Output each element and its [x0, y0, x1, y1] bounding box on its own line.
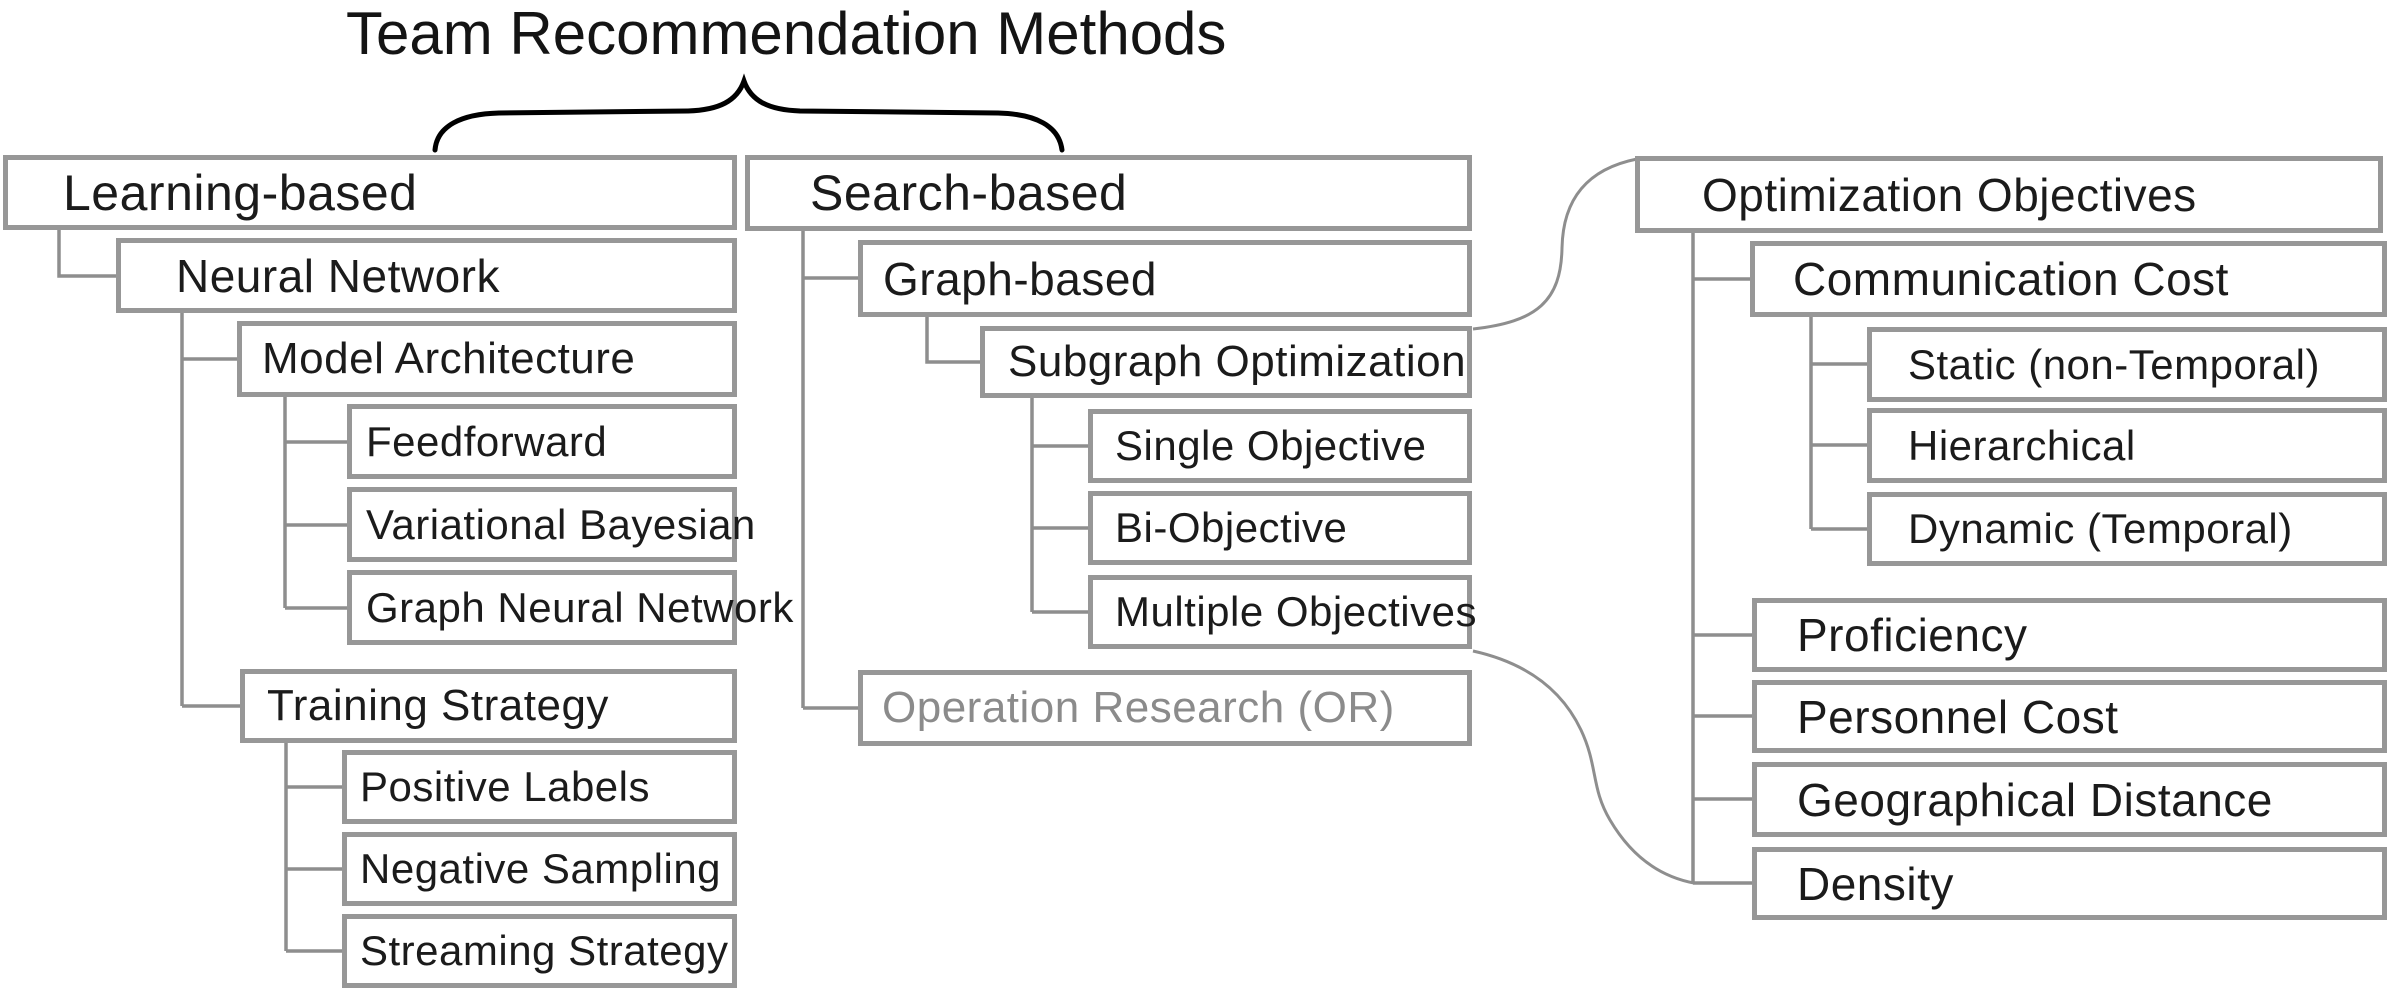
node-search-based: Search-based: [745, 155, 1472, 231]
node-subgraph-optimization: Subgraph Optimization: [980, 326, 1472, 398]
node-bi-objective: Bi-Objective: [1088, 491, 1472, 565]
node-neural-network: Neural Network: [116, 238, 737, 313]
node-multiple-objectives: Multiple Objectives: [1088, 575, 1476, 649]
brace-icon: [432, 73, 1065, 153]
node-feedforward: Feedforward: [347, 404, 737, 479]
node-personnel-cost: Personnel Cost: [1752, 680, 2387, 753]
node-streaming-strategy: Streaming Strategy: [342, 914, 737, 988]
tree-connector-lines: [57, 230, 1867, 953]
node-negative-sampling: Negative Sampling: [342, 832, 737, 906]
node-single-objective: Single Objective: [1088, 409, 1472, 483]
node-dynamic-temporal: Dynamic (Temporal): [1867, 492, 2387, 566]
curve-subgraph-to-objectives: [1472, 157, 1638, 331]
node-operation-research: Operation Research (OR): [858, 670, 1472, 746]
node-model-architecture: Model Architecture: [237, 321, 737, 397]
node-learning-based: Learning-based: [3, 155, 737, 230]
node-graph-based: Graph-based: [858, 240, 1472, 317]
curve-multiobjectives-to-density: [1472, 649, 1695, 885]
node-variational-bayesian: Variational Bayesian: [347, 487, 755, 562]
node-density: Density: [1752, 847, 2387, 920]
node-communication-cost: Communication Cost: [1750, 241, 2387, 317]
node-geographical-distance: Geographical Distance: [1752, 762, 2387, 837]
node-hierarchical: Hierarchical: [1867, 408, 2387, 483]
page-title: Team Recommendation Methods: [346, 0, 1227, 67]
node-graph-neural-network: Graph Neural Network: [347, 570, 793, 645]
node-positive-labels: Positive Labels: [342, 750, 737, 824]
node-static-non-temporal: Static (non-Temporal): [1867, 327, 2387, 402]
node-training-strategy: Training Strategy: [240, 669, 737, 743]
node-optimization-objectives: Optimization Objectives: [1635, 156, 2383, 233]
node-proficiency: Proficiency: [1752, 598, 2387, 672]
